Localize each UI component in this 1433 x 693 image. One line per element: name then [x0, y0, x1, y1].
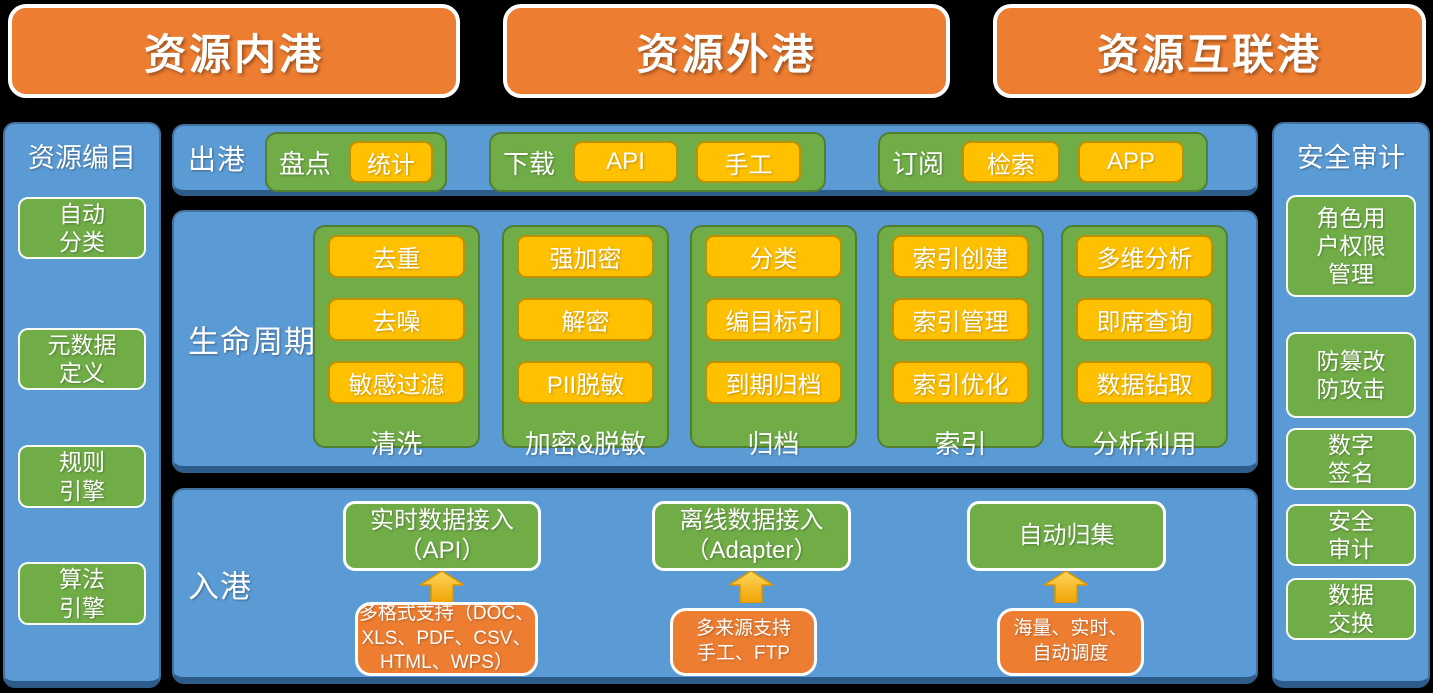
inbound-source-formats: 多格式支持（DOC、 XLS、PDF、CSV、 HTML、WPS） — [355, 602, 538, 676]
lifecycle-column-label: 归档 — [747, 429, 800, 459]
outbound-group-label: 订阅 — [892, 148, 945, 179]
lifecycle-step: 即席查询 — [1076, 298, 1213, 341]
inbound-target-auto-collect: 自动归集 — [967, 501, 1166, 571]
catalog-sidebar-title: 资源编目 — [28, 143, 136, 173]
chip-api: API — [573, 141, 679, 183]
lifecycle-step: 到期归档 — [705, 361, 842, 404]
inbound-target-offline-adapter: 离线数据接入 （Adapter） — [652, 501, 851, 571]
outbound-group-download: 下载 API 手工 — [489, 132, 826, 192]
catalog-sidebar: 资源编目 自动 分类 元数据 定义 规则 引擎 算法 引擎 — [3, 122, 161, 688]
up-arrow-icon — [729, 571, 773, 603]
lifecycle-step: 索引创建 — [892, 235, 1029, 278]
lifecycle-step: 数据钻取 — [1076, 361, 1213, 404]
lifecycle-column-archive: 分类 编目标引 到期归档 归档 — [690, 225, 857, 459]
lifecycle-step: 索引管理 — [892, 298, 1029, 341]
lifecycle-column-encrypt-mask: 强加密 解密 PII脱敏 加密&脱敏 — [502, 225, 669, 459]
lifecycle-step: 去噪 — [328, 298, 465, 341]
port-banner-inner: 资源内港 — [8, 4, 460, 98]
lifecycle-title: 生命周期 — [188, 324, 316, 360]
inbound-target-realtime-api: 实时数据接入 （API） — [343, 501, 541, 571]
up-arrow-icon — [1044, 571, 1088, 603]
inbound-panel: 入港 实时数据接入 （API） 离线数据接入 （Adapter） 自动归集 多格… — [172, 488, 1258, 684]
lifecycle-step: 索引优化 — [892, 361, 1029, 404]
inbound-source-origins: 多来源支持 手工、FTP — [670, 608, 817, 676]
security-item-data-exchange: 数据 交换 — [1286, 578, 1416, 640]
outbound-group-subscribe: 订阅 检索 APP — [878, 132, 1208, 192]
catalog-item-algo-engine: 算法 引擎 — [18, 562, 146, 625]
lifecycle-column-label: 清洗 — [370, 429, 423, 459]
security-item-role-permission: 角色用 户权限 管理 — [1286, 195, 1416, 297]
chip-statistics: 统计 — [349, 141, 433, 183]
inbound-source-schedule: 海量、实时、 自动调度 — [997, 608, 1144, 676]
port-banner-interconnect: 资源互联港 — [993, 4, 1426, 98]
lifecycle-step: 编目标引 — [705, 298, 842, 341]
lifecycle-step: 去重 — [328, 235, 465, 278]
outbound-group-inventory: 盘点 统计 — [265, 132, 447, 192]
security-sidebar-title: 安全审计 — [1297, 143, 1405, 173]
lifecycle-column-label: 索引 — [934, 429, 987, 459]
lifecycle-step: 敏感过滤 — [328, 361, 465, 404]
catalog-item-metadata-define: 元数据 定义 — [18, 328, 146, 390]
lifecycle-column-cleaning: 去重 去噪 敏感过滤 清洗 — [313, 225, 480, 459]
lifecycle-step: PII脱敏 — [517, 361, 654, 404]
catalog-item-auto-classify: 自动 分类 — [18, 197, 146, 259]
security-item-anti-tamper: 防篡改 防攻击 — [1286, 332, 1416, 418]
outbound-group-label: 下载 — [503, 148, 556, 179]
chip-app: APP — [1078, 141, 1185, 183]
catalog-item-rule-engine: 规则 引擎 — [18, 445, 146, 508]
port-banner-outer: 资源外港 — [503, 4, 950, 98]
outbound-title: 出港 — [188, 144, 247, 175]
chip-retrieval: 检索 — [962, 141, 1061, 183]
lifecycle-step: 解密 — [517, 298, 654, 341]
security-item-security-audit: 安全 审计 — [1286, 504, 1416, 566]
security-item-digital-sign: 数字 签名 — [1286, 428, 1416, 490]
lifecycle-column-index: 索引创建 索引管理 索引优化 索引 — [877, 225, 1044, 459]
lifecycle-panel: 生命周期 去重 去噪 敏感过滤 清洗 强加密 解密 PII脱敏 加密&脱敏 分类… — [172, 210, 1258, 473]
inbound-title: 入港 — [188, 569, 252, 604]
lifecycle-step: 分类 — [705, 235, 842, 278]
outbound-group-label: 盘点 — [279, 148, 332, 179]
up-arrow-icon — [420, 571, 464, 603]
lifecycle-column-label: 加密&脱敏 — [524, 429, 647, 459]
lifecycle-column-label: 分析利用 — [1092, 429, 1197, 459]
lifecycle-step: 强加密 — [517, 235, 654, 278]
chip-manual: 手工 — [696, 141, 802, 183]
lifecycle-step: 多维分析 — [1076, 235, 1213, 278]
outbound-bar: 出港 盘点 统计 下载 API 手工 订阅 检索 APP — [172, 124, 1258, 196]
lifecycle-column-analysis: 多维分析 即席查询 数据钻取 分析利用 — [1061, 225, 1228, 459]
security-sidebar: 安全审计 角色用 户权限 管理 防篡改 防攻击 数字 签名 安全 审计 数据 交… — [1272, 122, 1430, 688]
